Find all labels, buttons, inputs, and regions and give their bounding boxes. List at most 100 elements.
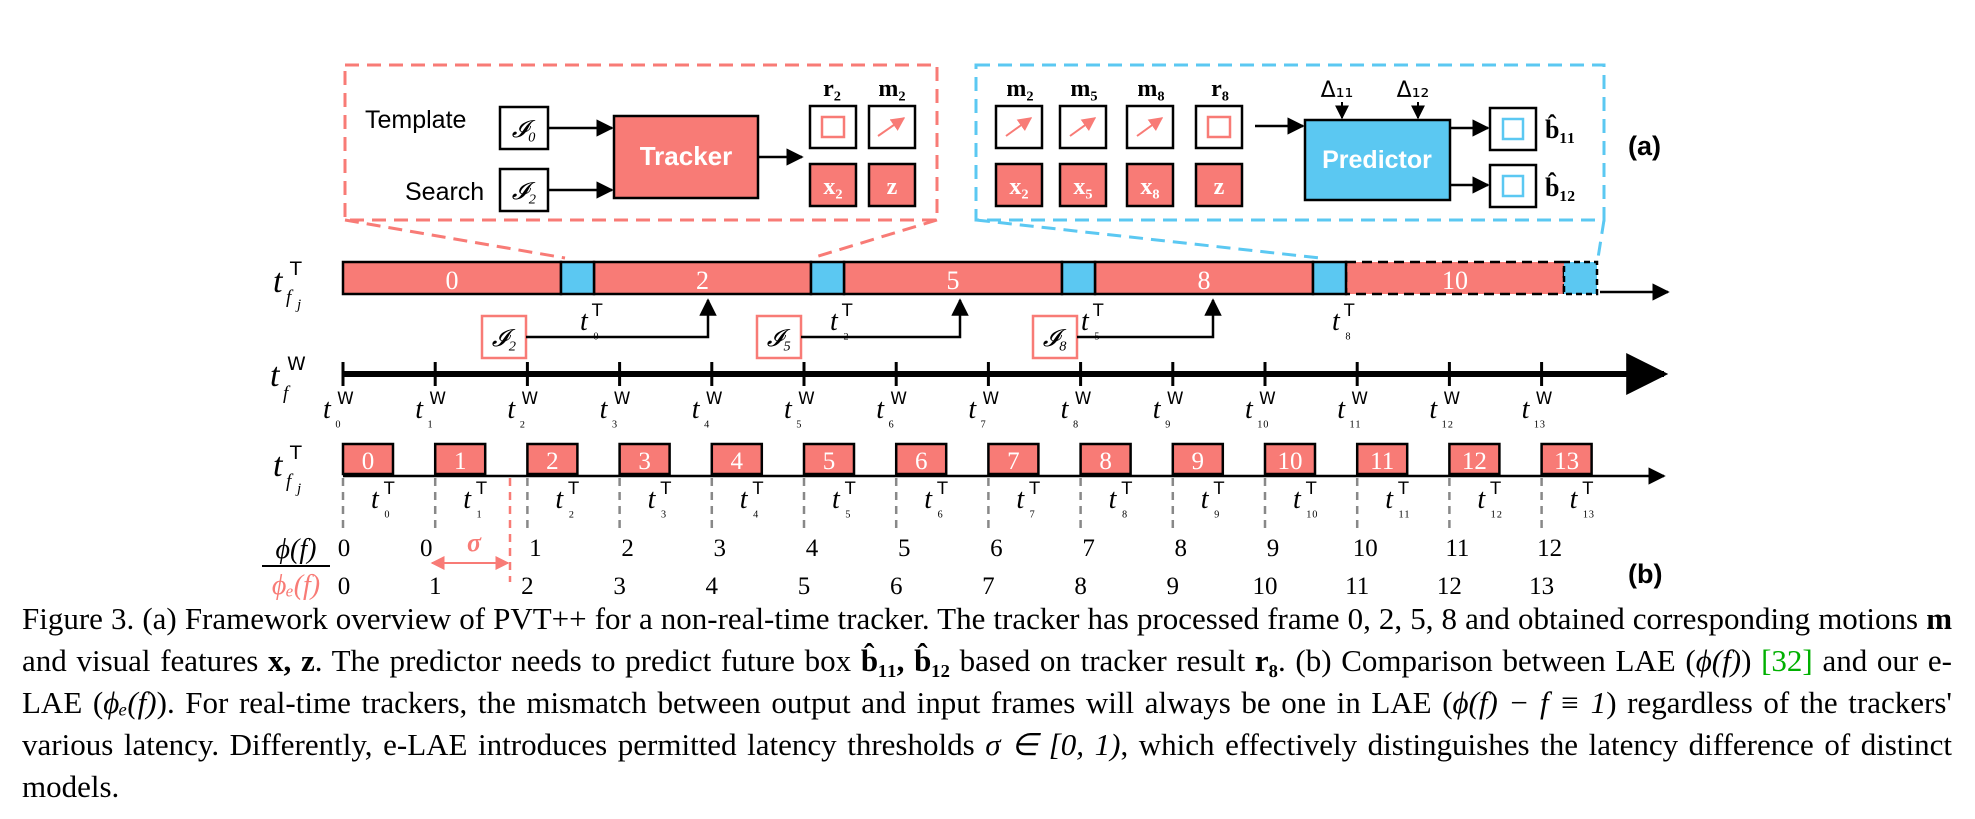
- phi-e-value: 10: [1253, 573, 1278, 600]
- svg-text:₀: ₀: [335, 409, 341, 428]
- phi-e-value: 9: [1167, 573, 1180, 600]
- caption-m: m: [1926, 601, 1953, 636]
- svg-text:₄: ₄: [704, 409, 710, 428]
- predicted-box-11-icon: [1488, 106, 1538, 152]
- svg-text:W: W: [287, 353, 306, 375]
- realtime-frame: [1263, 442, 1317, 476]
- svg-text:₁: ₁: [427, 409, 433, 428]
- svg-text:t: t: [1570, 484, 1579, 515]
- svg-text:₃: ₃: [661, 499, 667, 518]
- phi-value: 11: [1445, 535, 1469, 562]
- phi-value: 0: [338, 535, 351, 562]
- phi-e-value: 12: [1437, 573, 1462, 600]
- svg-text:t: t: [876, 394, 885, 425]
- predictor-slot: [1060, 260, 1097, 296]
- svg-text:₅: ₅: [796, 409, 802, 428]
- panel-b-label: (b): [1628, 559, 1662, 589]
- input-frame-label: 𝓘₅: [767, 326, 792, 352]
- delta-12-label: Δ₁₂: [1397, 78, 1430, 103]
- svg-text:f: f: [286, 471, 294, 492]
- caption-part4: based on tracker result: [949, 643, 1255, 678]
- svg-text:t: t: [692, 394, 701, 425]
- delta-11-label: Δ₁₁: [1321, 78, 1354, 103]
- realtime-frame-label: 6: [915, 448, 928, 475]
- svg-text:₈: ₈: [1073, 409, 1079, 428]
- predictor-input-label-0: m₂: [1006, 76, 1033, 102]
- realtime-frame: [1540, 442, 1593, 476]
- realtime-frame-label: 8: [1099, 448, 1112, 475]
- phi-value: 12: [1537, 535, 1562, 562]
- predictor-slot: [559, 260, 596, 296]
- realtime-frame-label: 3: [638, 448, 651, 475]
- feature-box-3: [1194, 162, 1244, 208]
- phi-e-value: 5: [798, 573, 811, 600]
- svg-text:₁₁: ₁₁: [1398, 499, 1410, 518]
- realtime-frame: [1171, 442, 1225, 476]
- predictor-slot: [1562, 260, 1599, 296]
- svg-text:T: T: [936, 479, 948, 499]
- template-input-box: [498, 105, 550, 151]
- caption-phi: ϕ(f): [1695, 643, 1742, 678]
- svg-text:₉: ₉: [1214, 499, 1220, 518]
- realtime-frame: [618, 442, 671, 476]
- phi-label: ϕ(f): [276, 534, 317, 565]
- caption-r: r₈: [1254, 643, 1278, 678]
- feature-x2-box: [808, 162, 858, 208]
- svg-text:W: W: [1351, 389, 1368, 409]
- svg-text:₀: ₀: [384, 499, 390, 518]
- svg-text:T: T: [1397, 479, 1409, 499]
- predictor-input-label-1: m₅: [1070, 76, 1097, 102]
- caption-eq: ϕ(f) − f ≡ 1: [1452, 685, 1607, 720]
- svg-text:t: t: [415, 394, 424, 425]
- feature-label-2: x₈: [1140, 174, 1159, 200]
- phi-value: 4: [806, 535, 819, 562]
- citation-link[interactable]: [32]: [1761, 643, 1813, 678]
- realtime-frame-label: 13: [1554, 448, 1579, 475]
- svg-text:t: t: [1429, 394, 1438, 425]
- svg-text:t: t: [830, 306, 839, 337]
- input-frame-box: [755, 314, 803, 360]
- input-frame-box: [1031, 314, 1079, 360]
- svg-text:t: t: [1081, 306, 1090, 337]
- realtime-frame: [341, 442, 395, 476]
- svg-text:W: W: [521, 389, 538, 409]
- phi-value: 2: [621, 535, 634, 562]
- marker-subscript: ₀: [593, 321, 599, 340]
- realtime-frame-label: 10: [1278, 448, 1303, 475]
- search-input: 𝓘₂: [512, 179, 537, 205]
- predicted-box-12-icon: [1488, 163, 1538, 209]
- realtime-frame-label: 1: [454, 448, 467, 475]
- svg-text:t: t: [832, 484, 841, 515]
- realtime-frame: [1355, 442, 1409, 476]
- phi-value: 10: [1353, 535, 1378, 562]
- svg-text:₁₂: ₁₂: [1441, 409, 1453, 428]
- realtime-frame: [433, 442, 487, 476]
- output-m2-label: m₂: [878, 76, 905, 102]
- caption-part3: . The predictor needs to predict future …: [314, 643, 861, 678]
- phi-e-value: 3: [613, 573, 626, 600]
- svg-text:₁₃: ₁₃: [1534, 409, 1546, 428]
- phi-e-label: ϕₑ(f): [272, 570, 320, 600]
- svg-text:T: T: [475, 479, 487, 499]
- svg-text:T: T: [1121, 479, 1133, 499]
- svg-text:₁₃: ₁₃: [1583, 499, 1595, 518]
- svg-text:t: t: [924, 484, 933, 515]
- svg-text:t: t: [1385, 484, 1394, 515]
- phi-e-value: 4: [706, 573, 719, 600]
- search-input-box: [498, 167, 550, 213]
